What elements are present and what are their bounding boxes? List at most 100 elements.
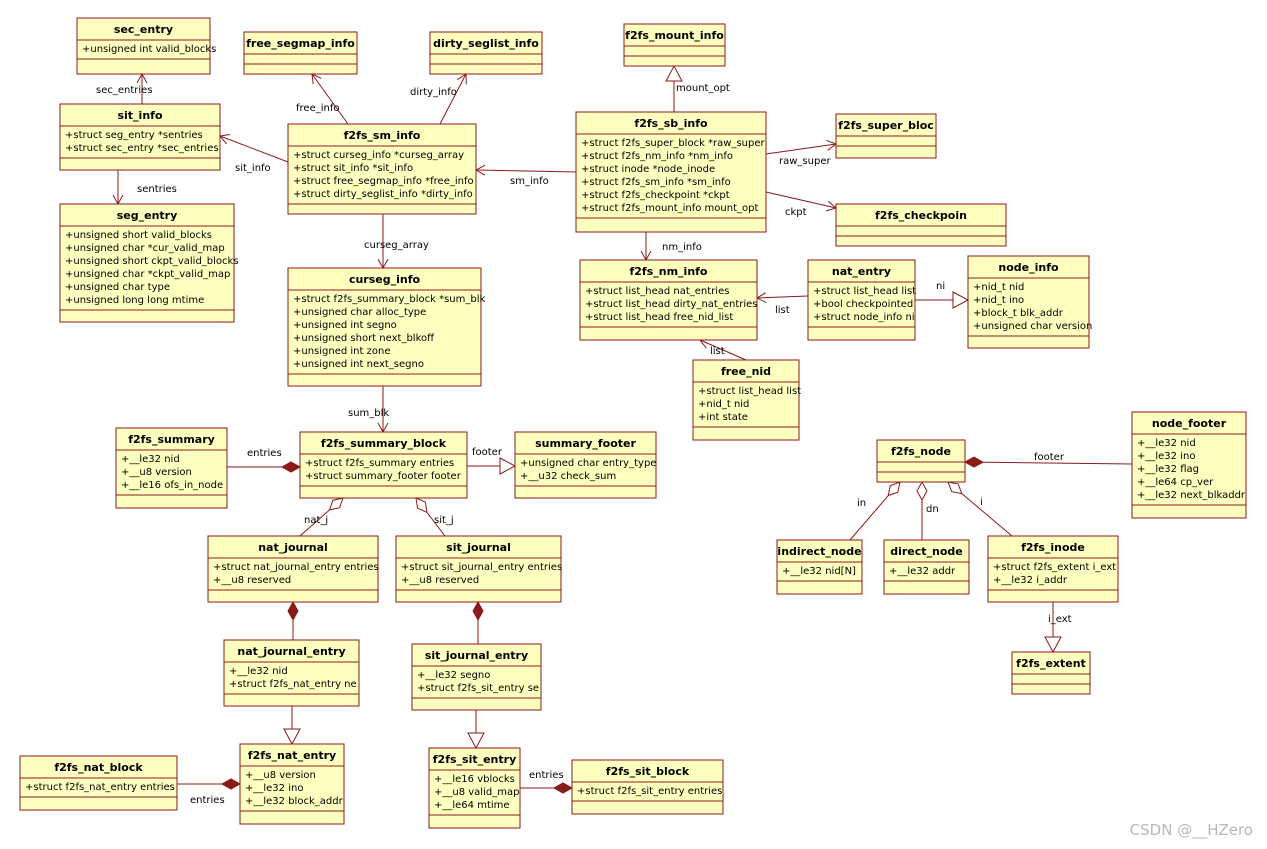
edge-dn: dn bbox=[916, 480, 939, 540]
class-f2fs-sb-info: f2fs_sb_info +struct f2fs_super_block *ra… bbox=[575, 111, 767, 233]
class-attribute: +unsigned char alloc_type bbox=[293, 307, 426, 318]
class-title: sit_journal bbox=[446, 541, 511, 554]
class-box bbox=[571, 759, 724, 815]
class-f2fs-nat-block: f2fs_nat_block+struct f2fs_nat_entry ent… bbox=[19, 755, 178, 811]
class-box bbox=[19, 755, 178, 811]
edge-nat-entry-gen bbox=[283, 706, 301, 746]
edge-sit-entry-gen bbox=[467, 710, 485, 750]
composition-diamond bbox=[472, 600, 484, 622]
edge-dirty-info: dirty_info bbox=[410, 73, 467, 125]
class-title: summary_footer bbox=[535, 437, 636, 450]
class-attribute: +struct f2fs_nat_entry ne bbox=[229, 679, 357, 690]
class-attribute: +unsigned int next_segno bbox=[293, 359, 424, 370]
class-seg-entry: seg_entry +unsigned short valid_blocks +un… bbox=[59, 203, 239, 323]
edge-footer-summary: footer bbox=[467, 447, 517, 475]
edge-entries-summary: entries bbox=[227, 448, 302, 473]
class-attribute: +unsigned int segno bbox=[293, 320, 397, 331]
class-attribute: +struct curseg_info *curseg_array bbox=[293, 150, 464, 161]
class-attribute: +__u8 reserved bbox=[213, 575, 291, 586]
diagram-edges: sec_entriessentriessit_infofree_infodirt… bbox=[96, 64, 1133, 806]
class-attribute: +unsigned short valid_blocks bbox=[65, 230, 212, 241]
class-attribute: +__le64 mtime bbox=[434, 800, 510, 811]
class-free-nid: free_nid+struct list_head list+nid_t nid… bbox=[692, 359, 801, 441]
class-attribute: +__le32 block_addr bbox=[245, 796, 344, 807]
class-attribute: +struct f2fs_super_block *raw_super bbox=[581, 138, 766, 149]
edge-line bbox=[699, 339, 747, 361]
class-title: sit_journal_entry bbox=[425, 649, 528, 662]
edge-label: entries bbox=[247, 448, 282, 459]
edge-sit-info: sit_info bbox=[219, 134, 289, 174]
class-f2fs-sit-block: f2fs_sit_block+struct f2fs_sit_entry ent… bbox=[571, 759, 724, 815]
class-box bbox=[223, 639, 360, 707]
edge-i: i bbox=[947, 481, 1013, 537]
class-attribute: +__u8 version bbox=[245, 770, 316, 781]
edge-label: dirty_info bbox=[410, 87, 457, 98]
class-title: sit_info bbox=[117, 109, 162, 122]
class-f2fs-node: f2fs_node bbox=[876, 439, 966, 483]
class-attribute: +__u8 version bbox=[121, 467, 192, 478]
generalization-triangle bbox=[952, 291, 970, 309]
edge-i-ext: i_ext bbox=[1044, 602, 1072, 654]
aggregation-diamond bbox=[887, 481, 901, 497]
class-title: seg_entry bbox=[117, 209, 178, 222]
class-sit-info: sit_info+struct seg_entry *sentries+stru… bbox=[59, 103, 221, 171]
edge-label: sum_blk bbox=[348, 408, 389, 419]
edge-curseg-array: curseg_array bbox=[364, 214, 429, 270]
class-f2fs-summary-block: f2fs_summary_block+struct f2fs_summary e… bbox=[299, 431, 468, 499]
edge-line bbox=[765, 191, 837, 209]
class-title: f2fs_sb_info bbox=[634, 117, 708, 130]
class-attribute: +unsigned char *cur_valid_map bbox=[65, 243, 225, 254]
class-f2fs-nm-info: f2fs_nm_info+struct list_head nat_entrie… bbox=[579, 259, 758, 341]
class-title: f2fs_nat_entry bbox=[248, 749, 336, 762]
class-box bbox=[207, 535, 379, 603]
class-attribute: +__le32 nid[N] bbox=[782, 566, 856, 577]
class-attribute: +struct list_head dirty_nat_entries bbox=[585, 299, 758, 310]
generalization-triangle bbox=[467, 732, 485, 750]
edge-nat-journal-comp bbox=[287, 600, 299, 640]
edge-label: entries bbox=[529, 770, 564, 781]
edge-line bbox=[219, 135, 289, 163]
edge-line bbox=[475, 169, 577, 173]
class-attribute: +struct sit_info *sit_info bbox=[293, 163, 413, 174]
edge-label: nm_info bbox=[662, 242, 702, 253]
edge-label: i_ext bbox=[1048, 614, 1072, 625]
generalization-triangle bbox=[665, 64, 683, 82]
class-title: f2fs_nat_block bbox=[54, 761, 143, 774]
edge-line bbox=[311, 73, 349, 125]
class-attribute: +struct list_head free_nid_list bbox=[585, 312, 733, 323]
class-sit-journal: sit_journal+struct sit_journal_entry ent… bbox=[395, 535, 562, 603]
class-attribute: +block_t blk_addr bbox=[973, 308, 1064, 319]
generalization-triangle bbox=[499, 457, 517, 475]
class-box bbox=[776, 539, 863, 595]
class-title: f2fs_super_bloc bbox=[838, 119, 934, 132]
aggregation-diamond bbox=[947, 481, 963, 495]
class-box bbox=[287, 267, 482, 387]
class-attribute: +struct list_head list bbox=[698, 386, 801, 397]
class-attribute: +struct f2fs_sit_entry se bbox=[417, 683, 539, 694]
edge-label: list bbox=[710, 346, 725, 357]
class-attribute: +__u8 valid_map bbox=[434, 787, 519, 798]
edge-sec-entries: sec_entries bbox=[96, 72, 153, 104]
class-title: f2fs_extent bbox=[1016, 657, 1086, 670]
class-f2fs-sit-entry: f2fs_sit_entry+__le16 vblocks+__u8 valid… bbox=[428, 747, 521, 829]
edge-label: curseg_array bbox=[364, 240, 429, 251]
class-attribute: +struct f2fs_checkpoint *ckpt bbox=[581, 190, 730, 201]
class-attribute: +__le32 nid bbox=[121, 454, 180, 465]
class-title: node_info bbox=[998, 261, 1059, 274]
class-attribute: +__le32 segno bbox=[417, 670, 490, 681]
class-attribute: +__u8 reserved bbox=[401, 575, 479, 586]
edge-sit-journal-comp bbox=[472, 600, 484, 644]
edge-sum-blk: sum_blk bbox=[348, 386, 389, 434]
class-attribute: +struct list_head list bbox=[813, 286, 916, 297]
class-summary-footer: summary_footer+unsigned char entry_type+… bbox=[514, 431, 657, 499]
class-box bbox=[987, 535, 1119, 603]
class-attribute: +__le64 cp_ver bbox=[1137, 477, 1214, 488]
edge-ckpt: ckpt bbox=[765, 191, 838, 218]
class-box bbox=[411, 643, 542, 711]
edge-label: dn bbox=[926, 504, 939, 515]
class-attribute: +__u32 check_sum bbox=[520, 471, 616, 482]
class-box bbox=[243, 31, 358, 75]
class-title: dirty_seglist_info bbox=[433, 37, 539, 50]
class-node-info: node_info+nid_t nid+nid_t ino+block_t bl… bbox=[967, 255, 1092, 349]
